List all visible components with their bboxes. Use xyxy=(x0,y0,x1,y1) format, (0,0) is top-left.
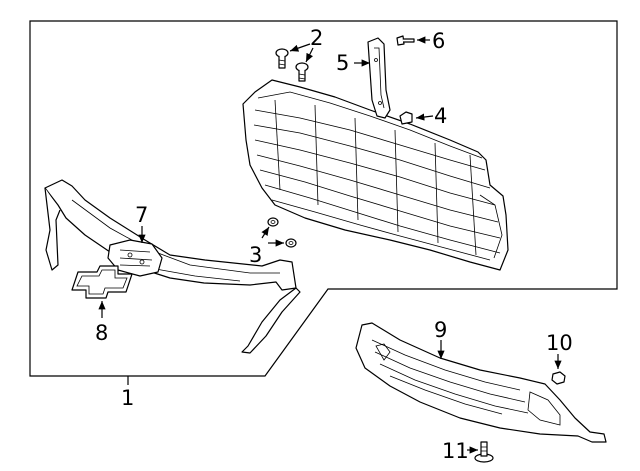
callout-6: 6 xyxy=(432,29,445,53)
callout-10: 10 xyxy=(546,331,573,355)
assembly-boundary xyxy=(29,20,618,377)
bracket-5 xyxy=(367,37,391,119)
bolt-2a xyxy=(275,48,289,69)
upper-trim-molding xyxy=(44,179,301,354)
callout-4-leader xyxy=(415,113,434,121)
push-pin-11 xyxy=(474,441,494,463)
clip-4 xyxy=(399,111,413,125)
callout-4: 4 xyxy=(434,104,447,128)
grille-mesh xyxy=(242,79,509,271)
nut-3a xyxy=(267,217,279,227)
emblem-bracket-7 xyxy=(107,239,163,277)
callout-9: 9 xyxy=(434,318,447,342)
callout-5: 5 xyxy=(336,51,349,75)
callout-2-leader-a xyxy=(289,43,311,52)
callout-1: 1 xyxy=(121,386,134,410)
callout-2: 2 xyxy=(310,26,323,50)
callout-3: 3 xyxy=(249,243,262,267)
bolt-2b xyxy=(295,62,309,82)
emblem-8 xyxy=(71,265,133,299)
callout-3-leader-a xyxy=(261,226,270,239)
nut-3b xyxy=(285,238,297,248)
callout-11: 11 xyxy=(442,439,469,463)
nut-10 xyxy=(551,371,566,385)
screw-6 xyxy=(396,35,415,46)
callout-7: 7 xyxy=(135,203,148,227)
lower-grille-9 xyxy=(355,322,607,443)
callout-2-leader-b xyxy=(305,47,314,63)
callout-8: 8 xyxy=(95,321,108,345)
